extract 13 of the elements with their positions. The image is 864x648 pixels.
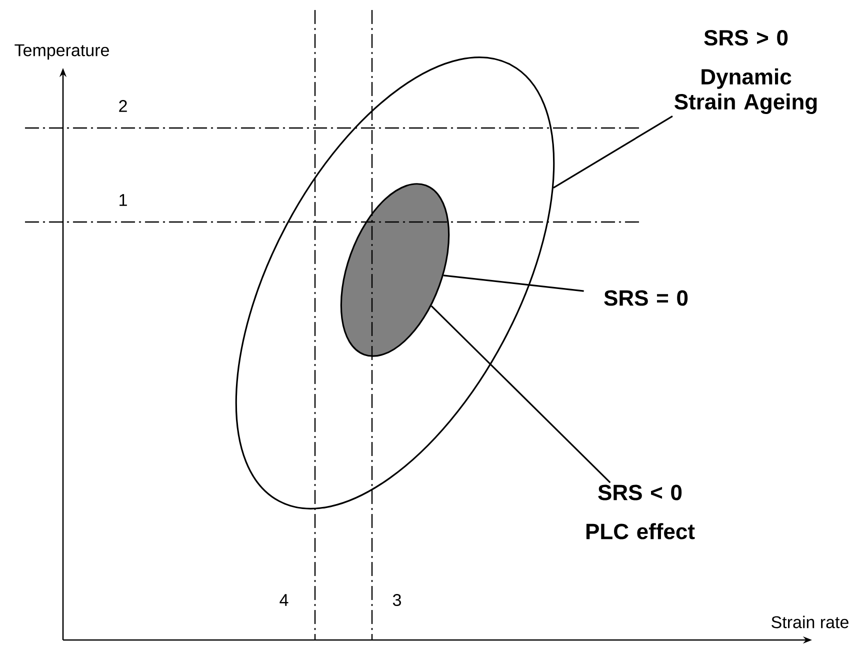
axis-label: Temperature (14, 44, 109, 60)
axis-label: Strain rate (772, 616, 848, 628)
region-label: SRS = 0 (604, 290, 688, 306)
region-label: SRS < 0 PLC effect (586, 484, 695, 540)
leader-line (430, 305, 611, 484)
leader-line (443, 274, 584, 292)
line-number: 4 (280, 594, 288, 606)
line-number: 3 (392, 594, 401, 606)
region-label: SRS > 0 Dynamic Strain Ageing (674, 30, 817, 114)
ellipse-region (235, 56, 555, 510)
line-number: 2 (119, 100, 127, 112)
line-number: 1 (120, 194, 127, 206)
leader-line (553, 116, 673, 188)
